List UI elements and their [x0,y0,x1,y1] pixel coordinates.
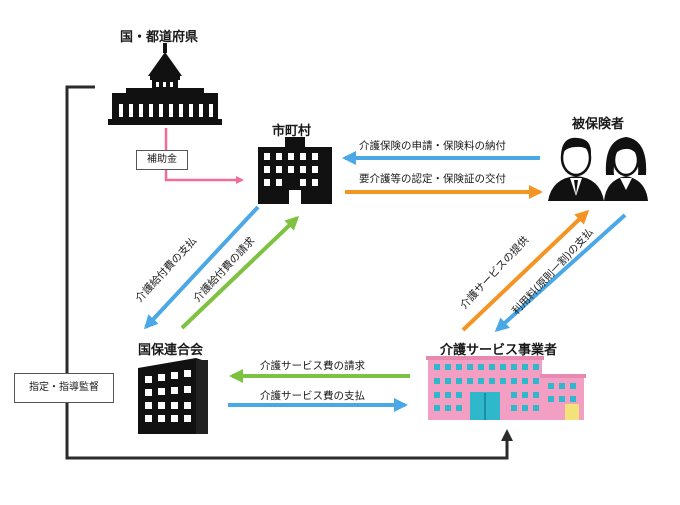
certification-label: 要介護等の認定・保険証の交付 [359,173,506,185]
subsidy-arrow [164,128,244,184]
node-federation-label: 国保連合会 [138,343,204,358]
office-building-icon [258,137,332,204]
application-label: 介護保険の申請・保険料の納付 [359,140,506,152]
facility-building-icon [426,356,586,420]
service-payment-label: 介護サービス費の支払 [260,390,365,402]
node-municipality-label: 市町村 [272,124,312,139]
benefit-claim-arrow [180,215,300,330]
benefit-payment-arrow [143,205,260,330]
node-insured-label: 被保険者 [572,117,625,132]
supervision-box: 指定・指導監督 [14,373,114,403]
node-national-label: 国・都道府県 [120,30,199,45]
people-icon [548,137,648,201]
node-provider-label: 介護サービス事業者 [440,343,558,358]
subsidy-box: 補助金 [136,150,188,170]
service-provision-arrow [461,209,590,332]
user-fee-arrow [494,213,627,333]
service-claim-label: 介護サービス費の請求 [260,360,365,372]
supervision-line [65,85,513,460]
tower-building-icon [138,358,208,434]
diet-building-icon [108,43,222,125]
